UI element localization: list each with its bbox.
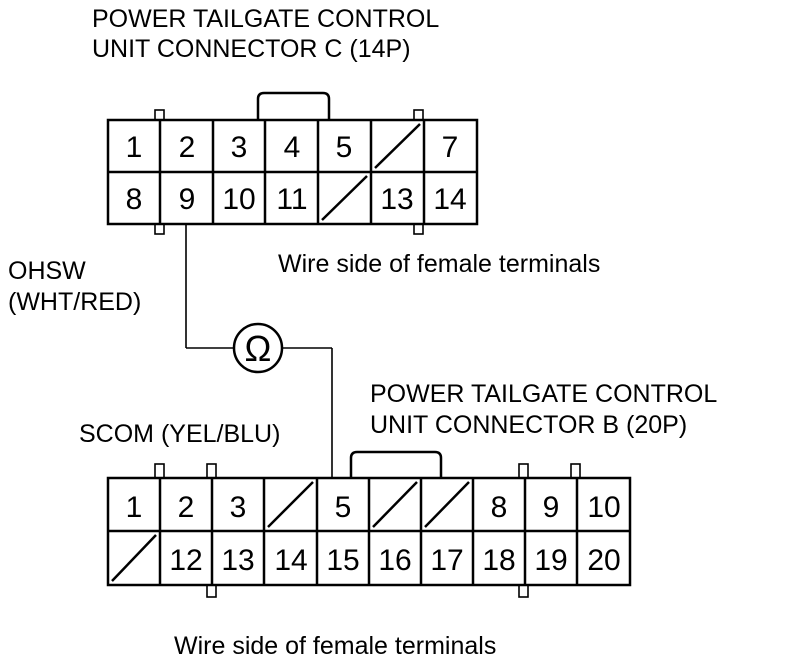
connector-b-pin: 20 <box>587 544 620 577</box>
test-wiring: Ω <box>185 224 333 478</box>
connector-b-pin: 18 <box>482 544 515 577</box>
connector-b-pin: 16 <box>378 544 411 577</box>
connector-c-pin: 2 <box>179 131 196 164</box>
connector-c-caption: Wire side of female terminals <box>278 250 600 278</box>
connector-c-pin: 11 <box>276 183 307 216</box>
connector-b-locator-tab <box>154 463 165 479</box>
connector-c-pin: 7 <box>442 131 459 164</box>
connector-b-pin: 9 <box>543 491 560 524</box>
connector-b-locator-tab <box>518 584 529 598</box>
connector-b-pin: 19 <box>534 544 567 577</box>
connector-b-latch <box>349 450 443 478</box>
connector-c-pin: 9 <box>179 183 196 216</box>
connector-b-empty-cavity <box>111 534 157 582</box>
connector-b-pin: 13 <box>221 544 254 577</box>
connector-c-pin: 1 <box>126 131 143 164</box>
connector-b-caption: Wire side of female terminals <box>174 632 496 660</box>
connector-c-pin: 5 <box>336 131 353 164</box>
connector-b-pin: 3 <box>230 491 247 524</box>
connector-c: 1 2 3 4 5 7 8 9 10 11 13 14 <box>106 91 479 235</box>
connector-b-locator-tab <box>570 463 581 479</box>
connector-c-locator-tab <box>154 109 165 121</box>
scom-label: SCOM (YEL/BLU) <box>79 420 280 448</box>
connector-b-pin: 15 <box>326 544 359 577</box>
connector-b-locator-tab <box>206 463 217 479</box>
connector-b-locator-tab <box>518 463 529 479</box>
connector-c-pin: 13 <box>380 183 413 216</box>
ohsw-label: OHSW <box>8 257 86 285</box>
ohm-symbol: Ω <box>245 328 272 369</box>
connector-b-pin: 8 <box>491 491 508 524</box>
connector-c-title-line1: POWER TAILGATE CONTROL <box>92 5 439 33</box>
connector-c-empty-cavity <box>374 123 421 169</box>
connector-b-pin: 1 <box>126 491 143 524</box>
connector-b-pin: 12 <box>169 544 202 577</box>
connector-b-pin: 17 <box>430 544 463 577</box>
connector-c-pin: 14 <box>433 183 466 216</box>
connector-c-pin: 4 <box>284 131 301 164</box>
connector-b-empty-cavity <box>424 481 470 528</box>
connector-b-locator-tab <box>206 584 217 598</box>
connector-c-pin: 10 <box>222 183 255 216</box>
connector-b-pin: 2 <box>178 491 195 524</box>
connector-c-pin: 8 <box>126 183 143 216</box>
ohsw-color-label: (WHT/RED) <box>8 288 141 316</box>
connector-c-title-line2: UNIT CONNECTOR C (14P) <box>92 35 411 63</box>
connector-b-title-line2: UNIT CONNECTOR B (20P) <box>370 411 687 439</box>
connector-c-latch <box>256 91 331 120</box>
connector-c-locator-tab <box>413 109 424 121</box>
connector-b: 1 2 3 5 8 9 10 12 13 14 15 16 17 18 19 2… <box>106 450 632 598</box>
connector-b-pin: 5 <box>335 491 352 524</box>
connector-c-pin: 3 <box>231 131 248 164</box>
connector-b-empty-cavity <box>372 481 418 528</box>
connector-b-pin: 10 <box>587 491 620 524</box>
connector-c-locator-tab <box>154 223 165 235</box>
connector-c-locator-tab <box>413 223 424 235</box>
connector-b-empty-cavity <box>267 481 314 528</box>
connector-c-empty-cavity <box>321 175 368 221</box>
ohmmeter-icon <box>232 322 284 374</box>
connector-b-pin: 14 <box>274 544 307 577</box>
connector-b-title-line1: POWER TAILGATE CONTROL <box>370 380 717 408</box>
